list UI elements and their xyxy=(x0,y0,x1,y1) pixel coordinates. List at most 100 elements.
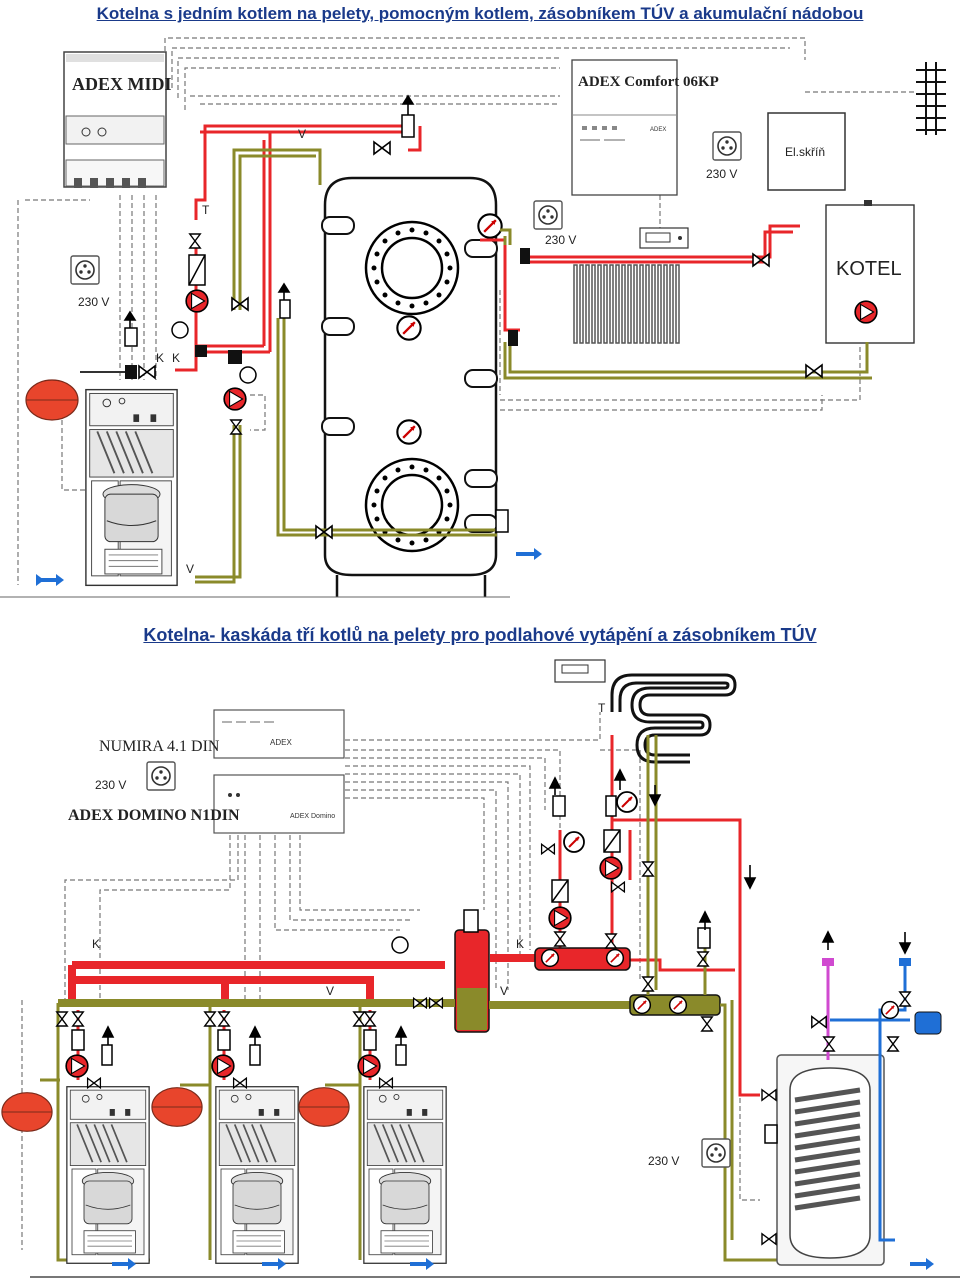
manhole-flange-icon xyxy=(364,220,460,316)
voltage-label-bottom-left: 230 V xyxy=(95,778,126,792)
expansion-vessel-icon xyxy=(25,379,79,421)
thermometer-icon xyxy=(616,791,638,813)
room-thermostat-bottom xyxy=(554,659,606,683)
controller-right-brand: ADEX xyxy=(650,127,666,133)
bottom-diagram: ADEX NUMIRA 4.1 DIN ADEX Domino ADEX DOM… xyxy=(1,659,960,1278)
pump-icon xyxy=(548,906,572,930)
pump-group-top xyxy=(124,114,823,539)
valve-icon xyxy=(540,843,556,855)
return-pipes-top xyxy=(95,148,872,584)
valve-icon xyxy=(605,933,617,949)
valve-icon xyxy=(761,1233,777,1245)
valve-icon xyxy=(138,365,156,379)
valve-icon xyxy=(610,881,626,893)
control-wiring-top xyxy=(17,37,915,585)
voltage-label-top-left: 230 V xyxy=(78,295,109,309)
thermometer-icon xyxy=(668,995,688,1015)
expansion-vessel-icon xyxy=(298,1087,350,1127)
valve-icon xyxy=(189,233,201,249)
pump-icon xyxy=(854,300,878,324)
valve-icon xyxy=(204,1011,216,1027)
aux-boiler-kotel: KOTEL xyxy=(825,200,915,344)
controller-top-label: NUMIRA 4.1 DIN xyxy=(99,738,220,755)
valve-icon xyxy=(805,364,823,378)
socket-icon xyxy=(146,761,176,791)
controller-top-brand: ADEX xyxy=(270,738,292,747)
thermometer-icon xyxy=(632,995,652,1015)
valve-icon xyxy=(642,976,654,992)
valve-icon xyxy=(810,1015,828,1029)
controller-adex-comfort: ADEX Comfort 06KP ADEX xyxy=(571,59,719,196)
room-thermostat xyxy=(639,227,689,249)
valve-k-label: K xyxy=(172,351,180,365)
valve-icon xyxy=(887,1036,899,1052)
valve-v-label: V xyxy=(326,984,334,998)
pump-icon xyxy=(65,1054,89,1078)
accumulation-tank xyxy=(321,176,503,597)
socket-icon xyxy=(533,200,563,230)
thermometer-icon xyxy=(396,419,422,445)
valve-k-label: K xyxy=(516,937,524,951)
valve-icon xyxy=(353,1011,365,1027)
valve-v-label: V xyxy=(298,127,306,141)
expansion-vessel-icon xyxy=(1,1092,53,1132)
water-arrow-icon xyxy=(36,548,542,586)
boiler-pump-groups xyxy=(56,1011,407,1089)
valve-icon xyxy=(364,1011,376,1027)
thermometer-icon xyxy=(880,1000,900,1020)
flow-arrows-top xyxy=(123,94,415,328)
sensor-t-label: T xyxy=(598,701,606,715)
pellet-boiler xyxy=(84,388,179,587)
socket-icon xyxy=(70,255,100,285)
controller-domino: ADEX Domino ADEX DOMINO N1DIN xyxy=(68,774,345,834)
return-main-bottom xyxy=(58,999,635,1009)
valve-v-label: V xyxy=(500,984,508,998)
control-wiring-bottom xyxy=(21,712,760,1250)
valve-icon xyxy=(72,1011,84,1027)
socket-icon xyxy=(712,131,742,161)
valve-icon xyxy=(899,991,911,1007)
pump-icon xyxy=(223,387,247,411)
valve-icon xyxy=(554,931,566,947)
diagram-title-top: Kotelna s jedním kotlem na pelety, pomoc… xyxy=(96,4,864,23)
sensor-t-label: T xyxy=(202,203,210,217)
hot-main-bottom xyxy=(68,954,540,1005)
valve-icon xyxy=(642,861,654,877)
valve-icon xyxy=(761,1089,777,1101)
thermometer-icon xyxy=(563,831,585,853)
pellet-boiler-1 xyxy=(65,1085,151,1265)
pump-icon xyxy=(357,1054,381,1078)
electric-switchbox: El.skříň xyxy=(767,112,846,191)
pellet-boiler-3 xyxy=(362,1085,448,1265)
panel-radiator-icon xyxy=(573,264,680,344)
pump-icon xyxy=(211,1054,235,1078)
mixing-groups-bottom xyxy=(391,791,713,1032)
valve-icon xyxy=(373,141,391,155)
valve-k-label: K xyxy=(92,937,100,951)
diagram-title-bottom: Kotelna- kaskáda tří kotlů na pelety pro… xyxy=(143,625,817,645)
controller-bottom-label: ADEX DOMINO N1DIN xyxy=(68,807,240,824)
valve-v-label: V xyxy=(186,562,194,576)
voltage-label-bottom-tank: 230 V xyxy=(648,1154,679,1168)
ladder-radiator-icon xyxy=(916,62,946,135)
thermometer-icon xyxy=(477,213,503,239)
controller-bottom-brand: ADEX Domino xyxy=(290,813,335,820)
controller-right-label: ADEX Comfort 06KP xyxy=(578,74,719,90)
aux-boiler-label: KOTEL xyxy=(836,258,902,280)
controller-left-label: ADEX MIDI xyxy=(72,74,172,94)
dhw-tank: 230 V xyxy=(648,1054,885,1266)
voltage-label-top-mid: 230 V xyxy=(545,233,576,247)
controller-numira: ADEX NUMIRA 4.1 DIN xyxy=(99,709,345,759)
thermometer-icon xyxy=(540,948,560,968)
circulation-pump-dhw xyxy=(914,1011,942,1035)
controller-adex-midi: ADEX MIDI xyxy=(63,51,172,188)
valve-icon xyxy=(823,1036,835,1052)
top-diagram: ADEX MIDI ADEX Comfort 06KP ADEX El.skří… xyxy=(0,37,946,598)
pellet-boiler-2 xyxy=(214,1085,300,1265)
floor-heating-loop xyxy=(610,673,737,764)
distribution-header-hot xyxy=(534,947,631,971)
pump-icon xyxy=(599,856,623,880)
water-arrow-icon xyxy=(112,1258,934,1270)
switchbox-label: El.skříň xyxy=(785,145,825,159)
